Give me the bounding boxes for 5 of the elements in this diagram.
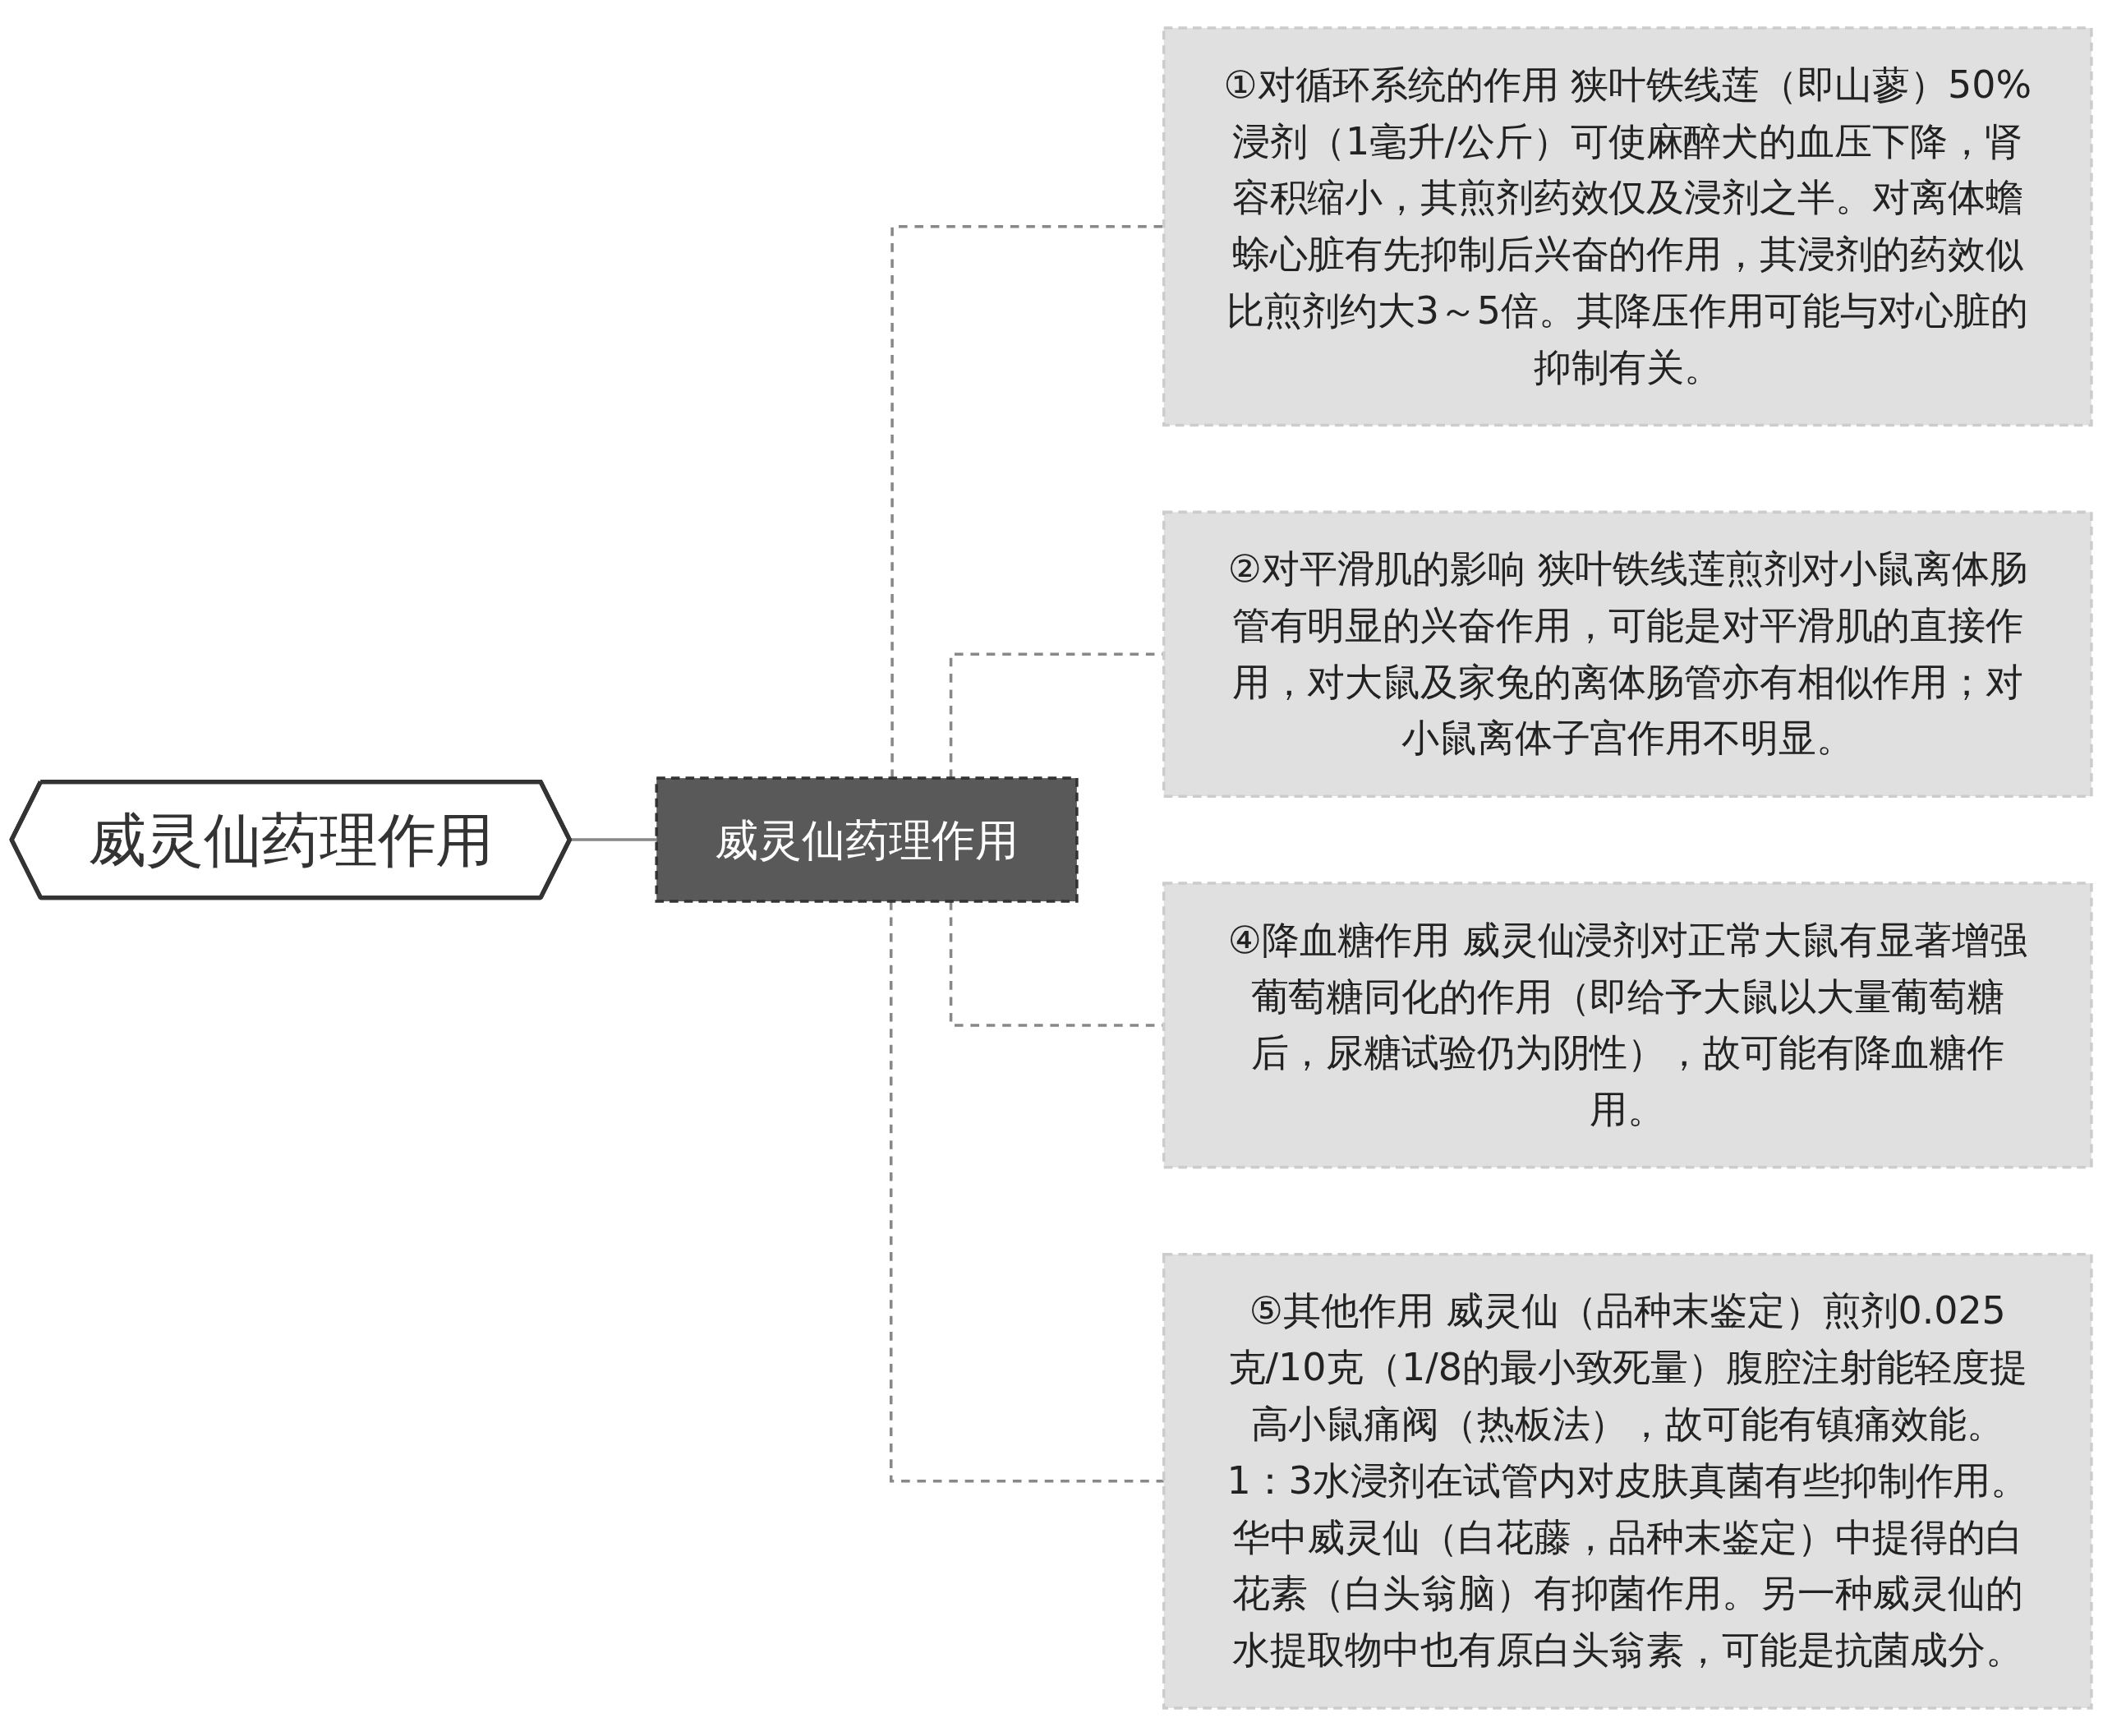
- node-box: ④降血糖作用 威灵仙浸剂对正常大鼠有显著增强葡萄糖同化的作用（即给予大鼠以大量葡萄糖后，尿糖试验仍为阴性），故可能有降血糖作用。: [1162, 882, 2093, 1169]
- node-box: ②对平滑肌的影响 狭叶铁线莲煎剂对小鼠离体肠管有明显的兴奋作用，可能是对平滑肌的直接作用，对大鼠及家兔的离体肠管亦有相似作用；对小鼠离体子宫作用不明显。: [1162, 510, 2093, 798]
- node-box: 威灵仙药理作用: [655, 776, 1079, 903]
- node-box: ①对循环系统的作用 狭叶铁线莲（即山蓼）50%浸剂（1毫升/公斤）可使麻醉犬的血压下降，肾容积缩小，其煎剂药效仅及浸剂之半。对离体蟾蜍心脏有先抑制后兴奋的作用，其浸剂的药效似比煎剂约大3～5倍。其降压作用可能与对心脏的抑制有关。: [1162, 26, 2093, 427]
- node-box: ⑤其他作用 威灵仙（品种末鉴定）煎剂0.025克/10克（1/8的最小致死量）腹腔注射能轻度提高小鼠痛阀（热板法），故可能有镇痛效能。1：3水浸剂在试管内对皮肤真菌有些抑制作用。华中威灵仙（白花藤，品种末鉴定）中提得的白花素（白头翁脑）有抑菌作用。另一种威灵仙的水提取物中也有原白头翁素，可能是抗菌成分。: [1162, 1252, 2093, 1710]
